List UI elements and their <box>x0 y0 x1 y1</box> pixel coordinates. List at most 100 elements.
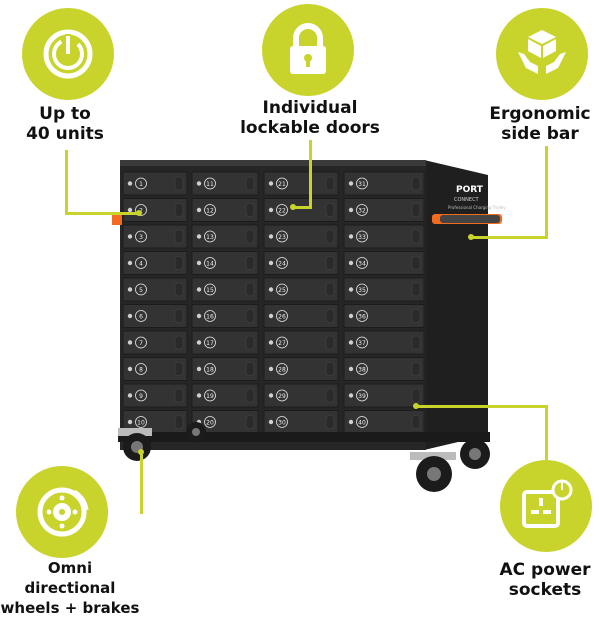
locker-vent <box>411 335 421 350</box>
padlock-icon <box>290 23 326 74</box>
product-infographic: PORT CONNECT Professional Charging Troll… <box>1 4 592 617</box>
callout-units-dot <box>136 210 142 216</box>
locker-vent <box>245 176 255 191</box>
locker-lock-icon <box>348 287 354 292</box>
locker-number-badge <box>276 389 288 402</box>
callout-power-dot <box>413 403 419 409</box>
locker-door <box>191 383 259 408</box>
locker-number-badge <box>204 230 216 243</box>
hands-box-icon <box>518 30 566 74</box>
power-icon <box>43 29 93 79</box>
locker-vent <box>245 309 255 323</box>
locker-door <box>343 171 425 196</box>
locker-vent <box>245 203 255 217</box>
locker-number: 28 <box>278 367 286 374</box>
locker-number-badge <box>276 177 288 190</box>
locker-lock-icon <box>348 260 354 266</box>
locker-vent <box>325 415 335 429</box>
locker-number-badge <box>135 177 147 190</box>
locker-number: 24 <box>278 261 286 268</box>
locker-number-badge <box>356 389 368 402</box>
locker-vent <box>325 282 335 297</box>
locker-number: 7 <box>139 340 143 347</box>
brand-tagline: Professional Charging Trolley <box>448 205 506 210</box>
locker-lock-icon <box>127 366 133 372</box>
locker-number-badge <box>276 283 288 296</box>
locker-vent <box>411 229 421 244</box>
locker-vent <box>411 256 421 270</box>
locker-number: 5 <box>139 287 143 294</box>
locker-lock-icon <box>268 340 274 345</box>
locker-number-badge <box>276 204 288 216</box>
locker-lock-icon <box>196 181 202 186</box>
locker-door <box>191 224 259 249</box>
locker-door <box>191 304 259 328</box>
locker-lock-icon <box>196 366 202 372</box>
locker-lock-icon <box>196 313 202 319</box>
locker-number: 36 <box>358 314 366 321</box>
locker-vent <box>411 309 421 323</box>
locker-lock-icon <box>268 260 274 266</box>
locker-number: 19 <box>206 393 214 400</box>
locker-door <box>343 330 425 355</box>
locker-number: 33 <box>358 234 366 241</box>
locker-vent <box>245 362 255 376</box>
locker-number: 3 <box>139 234 143 241</box>
locker-number: 34 <box>358 261 366 268</box>
locker-number-badge <box>204 204 216 216</box>
locker-number-badge <box>356 257 368 269</box>
locker-lock-icon <box>127 313 133 319</box>
locker-vent <box>245 415 255 429</box>
locker-vent <box>174 176 184 191</box>
locker-number-badge <box>204 416 216 428</box>
locker-number: 38 <box>358 367 366 374</box>
locker-vent <box>325 256 335 270</box>
locker-number: 1 <box>139 181 143 188</box>
locker-lock-icon <box>268 419 274 425</box>
locker-door <box>191 251 259 275</box>
locker-lock-icon <box>268 207 274 213</box>
locker-vent <box>411 415 421 429</box>
callout-sidebar-h <box>470 236 548 239</box>
locker-number: 30 <box>278 420 286 427</box>
locker-number-badge <box>204 363 216 375</box>
locker-number: 40 <box>358 420 366 427</box>
locker-number-badge <box>204 257 216 269</box>
locker-vent <box>174 309 184 323</box>
callout-units-h <box>65 212 139 215</box>
brake-disc-badge <box>16 466 108 558</box>
locker-number-badge <box>135 416 147 428</box>
locker-door <box>122 277 188 302</box>
locker-vent <box>174 388 184 403</box>
locker-number-badge <box>356 363 368 375</box>
locker-lock-icon <box>127 393 133 398</box>
locker-door <box>343 304 425 328</box>
locker-lock-icon <box>268 234 274 239</box>
locker-lock-icon <box>196 393 202 398</box>
locker-number: 27 <box>278 340 286 347</box>
locker-lock-icon <box>348 313 354 319</box>
locker-number: 8 <box>139 367 143 374</box>
locker-lock-icon <box>196 287 202 292</box>
locker-lock-icon <box>348 181 354 186</box>
locker-door <box>122 383 188 408</box>
callout-doors-v <box>309 140 312 208</box>
locker-vent <box>411 388 421 403</box>
callout-wheels-v <box>140 452 143 514</box>
locker-number: 10 <box>137 420 145 427</box>
callout-power-h <box>416 405 548 408</box>
locker-vent <box>174 256 184 270</box>
locker-number: 21 <box>278 181 286 188</box>
locker-lock-icon <box>348 419 354 425</box>
locker-number: 22 <box>278 208 286 215</box>
locker-vent <box>411 203 421 217</box>
locker-lock-icon <box>348 207 354 213</box>
locker-number: 15 <box>206 287 214 294</box>
locker-door <box>122 171 188 196</box>
locker-number: 32 <box>358 208 366 215</box>
locker-lock-icon <box>127 207 133 213</box>
locker-vent <box>325 335 335 350</box>
locker-door <box>122 251 188 275</box>
locker-vent <box>325 362 335 376</box>
padlock-badge <box>262 4 354 96</box>
